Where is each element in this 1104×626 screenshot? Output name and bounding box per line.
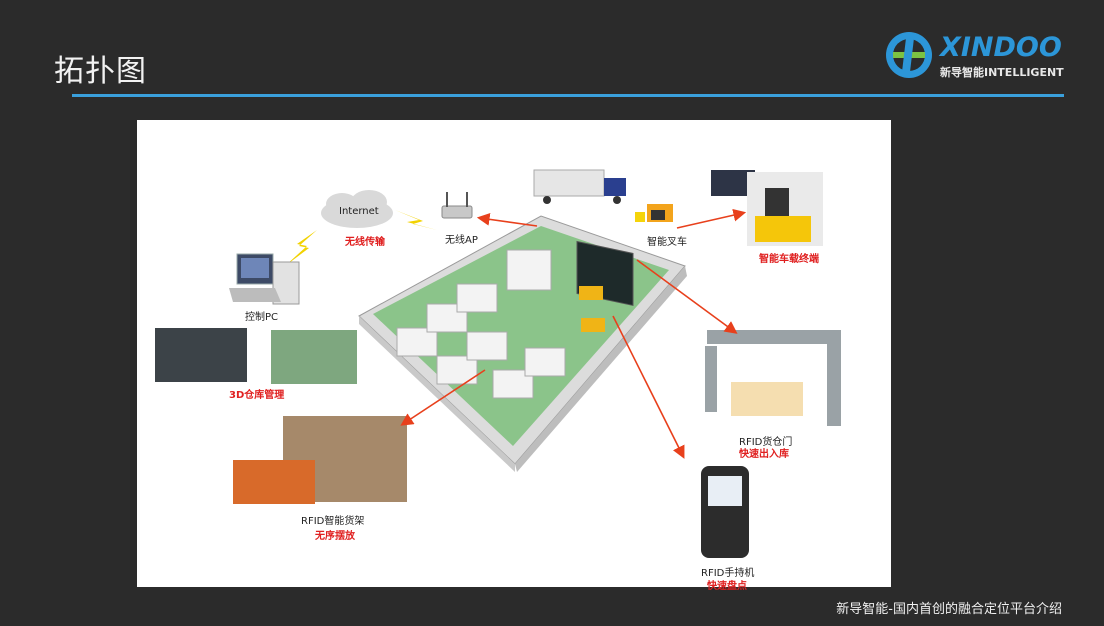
truck-icon [533, 169, 626, 204]
vehicle-terminal-photo [711, 170, 823, 246]
rfid-shelf-label: RFID智能货架 [301, 516, 365, 527]
warehouse-3d-label: 3D仓库管理 [229, 390, 285, 401]
logo-wordmark: XINDOO [940, 32, 1062, 63]
warehouse-mgmt-thumb-1 [155, 328, 247, 382]
rfid-handheld-icon [701, 466, 749, 558]
warehouse-3d-model [358, 215, 687, 472]
slide-title: 拓扑图 [54, 54, 147, 89]
wireless-transmission-label: 无线传输 [345, 237, 385, 248]
topology-diagram: Internet 无线传输 无线AP 控制PC 智能叉车 智能车载终端 3D仓库… [137, 120, 891, 592]
internet-cloud-icon [321, 190, 393, 228]
smart-forklift-label: 智能叉车 [647, 237, 687, 248]
control-pc-label: 控制PC [245, 312, 279, 323]
logo-tagline: 新导智能INTELLIGENT [940, 66, 1064, 79]
wireless-ap-label: 无线AP [445, 235, 478, 246]
arrow-to-terminal [676, 208, 747, 229]
rfid-shelf-note: 无序摆放 [315, 531, 355, 542]
company-logo: XINDOO 新导智能INTELLIGENT [884, 30, 1080, 82]
logo-mark-icon [886, 32, 932, 78]
rfid-gate-label: RFID货仓门 [739, 437, 793, 448]
rfid-handheld-note: 快速盘点 [707, 581, 747, 592]
arrow-truck-to-ap [476, 212, 538, 227]
control-pc-icon [229, 253, 300, 305]
wireless-bolt-icon-2 [285, 230, 317, 266]
arrow-to-gate [636, 259, 738, 334]
topology-drawing [155, 169, 841, 558]
arrow-to-handheld [612, 315, 685, 459]
wireless-bolt-icon [395, 210, 437, 230]
internet-label: Internet [339, 206, 379, 217]
arrow-to-shelf [400, 369, 486, 426]
warehouse-mgmt-thumb-2 [271, 330, 357, 384]
vehicle-terminal-label: 智能车载终端 [759, 254, 819, 265]
rfid-shelf-tag-photo [233, 460, 315, 504]
slide-footer: 新导智能-国内首创的融合定位平台介绍 [836, 602, 1062, 617]
rfid-gate-note: 快速出入库 [739, 449, 789, 460]
rfid-gate-icon [705, 330, 841, 426]
wireless-ap-icon [441, 192, 473, 219]
rfid-handheld-label: RFID手持机 [701, 568, 755, 579]
title-divider [72, 94, 1064, 97]
forklift-icon [635, 204, 673, 222]
